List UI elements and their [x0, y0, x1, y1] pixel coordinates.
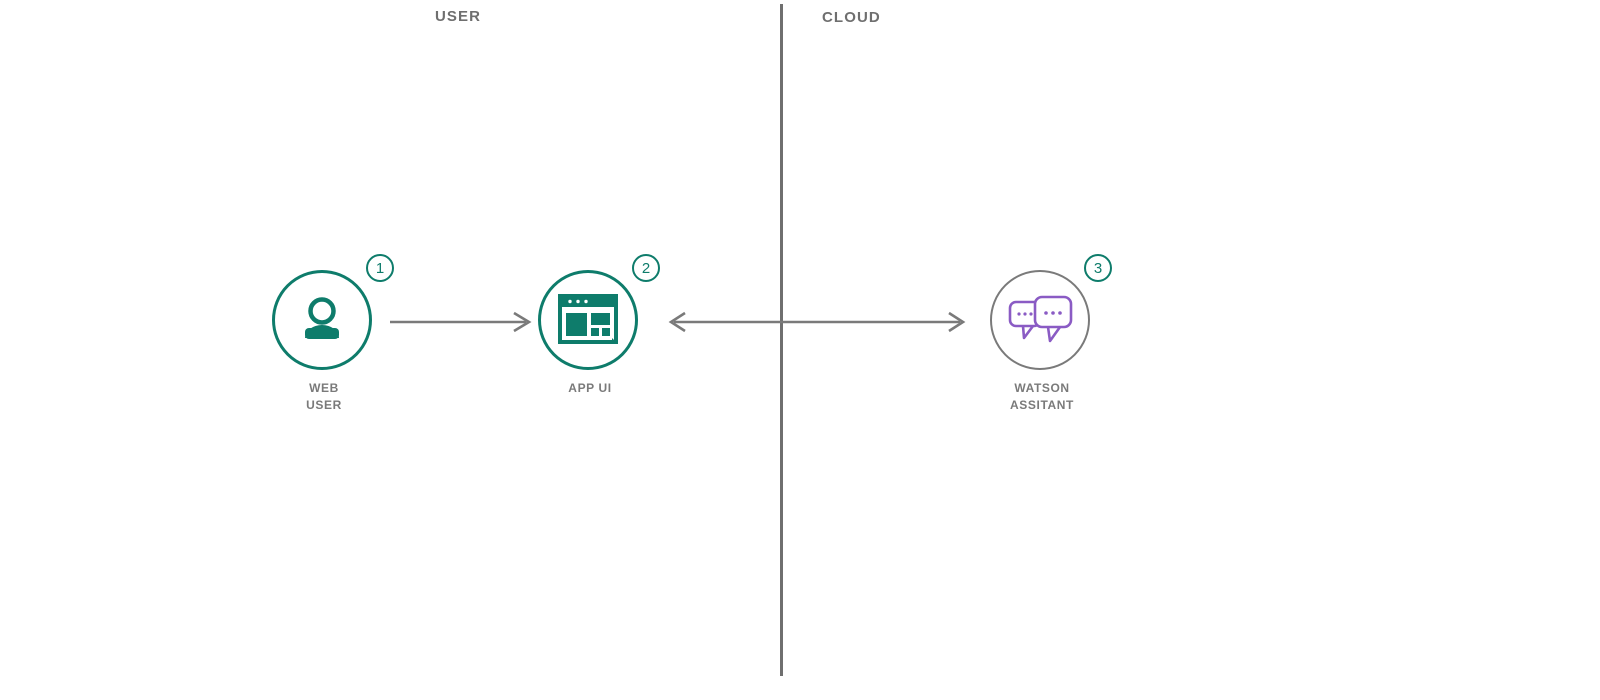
node-web-user[interactable]: 1 WEB USER [272, 254, 394, 412]
person-icon [293, 291, 351, 349]
node-watson-assistant-label-line1: WATSON [1014, 381, 1070, 395]
connector-web-user-to-app-ui [390, 310, 536, 334]
node-watson-assistant-badge: 3 [1084, 254, 1112, 282]
node-watson-assistant-circle [990, 270, 1090, 370]
zone-label-user: USER [435, 8, 482, 25]
browser-window-icon [557, 291, 619, 349]
node-app-ui-badge: 2 [632, 254, 660, 282]
node-app-ui-label: APP UI [490, 380, 690, 397]
node-watson-assistant[interactable]: 3 WATSON ASSITANT [990, 254, 1112, 412]
node-web-user-label-line1: WEB [309, 381, 339, 395]
node-app-ui[interactable]: 2 APP UI [538, 254, 660, 395]
node-web-user-label-line2: USER [306, 398, 342, 412]
node-watson-assistant-label-line2: ASSITANT [1010, 398, 1074, 412]
chat-bubbles-icon [1007, 292, 1073, 348]
node-web-user-label: WEB USER [224, 380, 424, 414]
zone-label-cloud: CLOUD [822, 9, 881, 26]
node-app-ui-label-line1: APP UI [568, 381, 612, 395]
node-web-user-circle [272, 270, 372, 370]
zone-divider [780, 4, 783, 676]
node-app-ui-circle [538, 270, 638, 370]
node-web-user-badge: 1 [366, 254, 394, 282]
connector-app-ui-to-watson [666, 308, 968, 336]
node-watson-assistant-label: WATSON ASSITANT [942, 380, 1142, 414]
